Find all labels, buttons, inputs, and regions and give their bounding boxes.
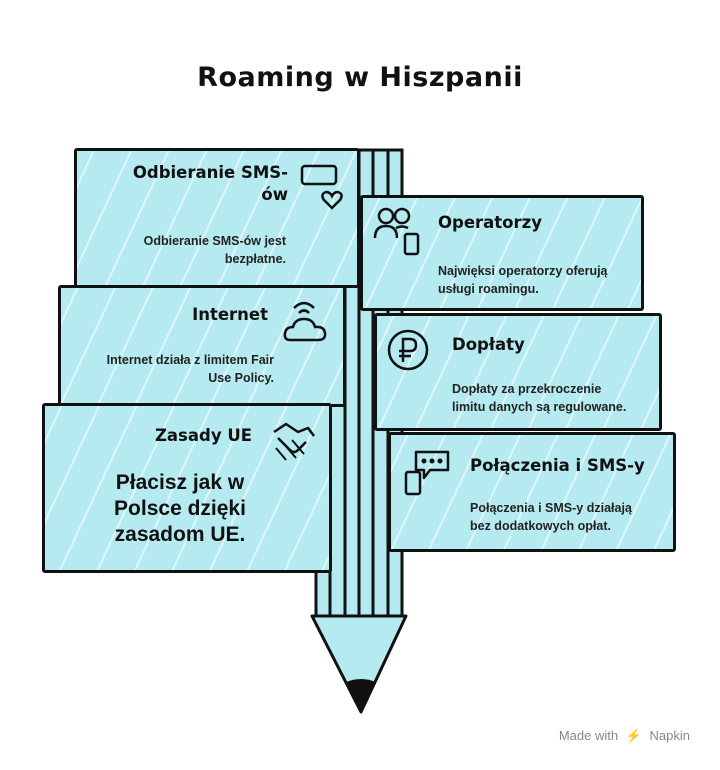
panel-sms-title: Odbieranie SMS- ów [132,163,288,204]
panel-zasady-title: Zasady UE [154,426,252,445]
panel-internet-title: Internet [192,305,268,324]
panel-doplaty-title: Dopłaty [452,335,525,354]
panel-zasady-desc: Płacisz jak w Polsce dzięki zasadom UE. [114,471,246,546]
footer-brand: Napkin [649,728,690,743]
diagram-title: Roaming w Hiszpanii [197,62,523,93]
currency-coin-icon [387,329,429,371]
panel-sms-desc: Odbieranie SMS-ów jest bezpłatne. [143,234,286,266]
people-phone-icon [373,207,420,256]
message-heart-icon [300,164,343,210]
panel-sms [74,148,360,288]
phone-message-icon [404,450,450,496]
handshake-icon [273,422,315,461]
panel-doplaty-desc: Dopłaty za przekroczenie limitu danych s… [452,382,627,414]
footer-credit: Made with ⚡ Napkin [559,728,690,744]
cloud-wifi-icon [283,301,327,342]
panel-doplaty [374,313,662,431]
panel-polaczenia-desc: Połączenia i SMS-y działają bez dodatkow… [470,501,632,533]
panel-internet-desc: Internet działa z limitem Fair Use Polic… [106,353,274,385]
panel-zasady [42,403,332,573]
panel-polaczenia-title: Połączenia i SMS-y [470,456,645,475]
footer-made-with: Made with [558,728,619,743]
panel-operatorzy-title: Operatorzy [438,213,543,232]
panel-operatorzy-desc: Najwięksi operatorzy oferują usługi roam… [438,264,608,296]
napkin-logo-icon: ⚡ [625,728,642,743]
